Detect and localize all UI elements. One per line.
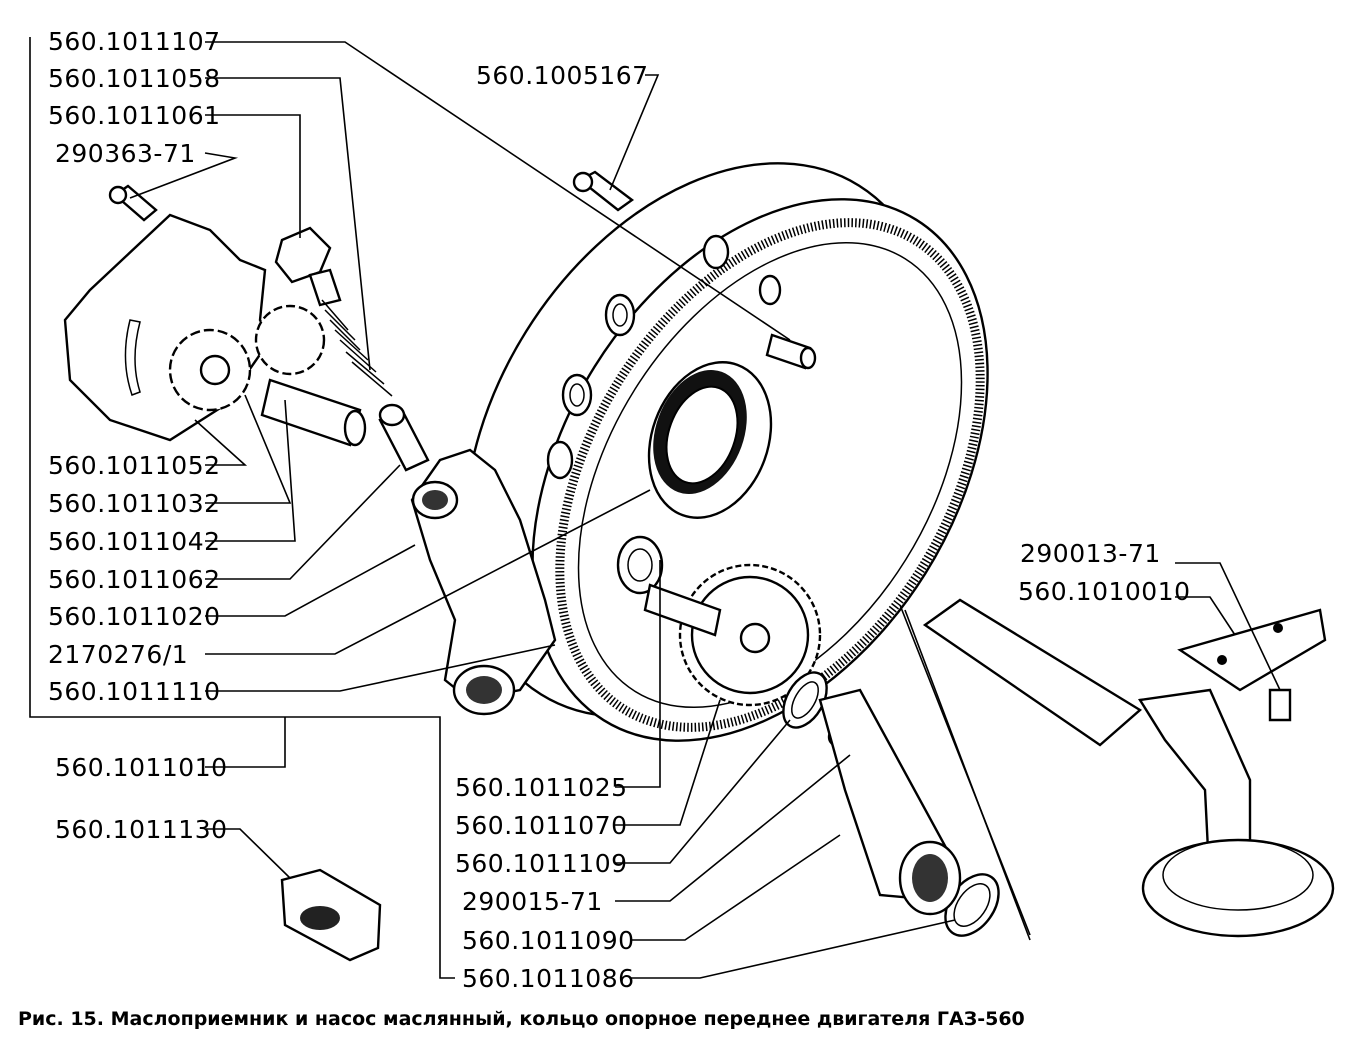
leader-lines [29,37,1281,979]
pump-housing [410,448,557,716]
label-560-1011010: 560.1011010 [55,753,228,782]
label-560-1011130: 560.1011130 [55,815,228,844]
hex-nut [280,868,382,962]
oil-seal [647,361,773,519]
label-560-1011032: 560.1011032 [48,489,221,518]
label-560-1011090: 560.1011090 [462,926,635,955]
drive-gear [643,563,822,707]
label-290363-71: 290363-71 [55,139,196,168]
part-labels: 560.1011107 560.1011058 560.1011061 2903… [48,27,1191,993]
relief-valve [274,226,430,472]
dowel-pin [765,333,817,370]
label-290015-71: 290015-71 [462,887,603,916]
label-560-1010010: 560.1010010 [1018,577,1191,606]
label-560-1011107: 560.1011107 [48,27,221,56]
label-560-1011062: 560.1011062 [48,565,221,594]
label-560-1011025: 560.1011025 [455,773,628,802]
label-560-1011052: 560.1011052 [48,451,221,480]
label-560-1011058: 560.1011058 [48,64,221,93]
section-lines [899,604,1031,941]
label-560-1011061: 560.1011061 [48,101,221,130]
oil-receiver [922,598,1335,938]
label-560-1005167: 560.1005167 [476,61,649,90]
label-290013-71: 290013-71 [1020,539,1161,568]
label-560-1011020: 560.1011020 [48,602,221,631]
figure-caption: Рис. 15. Маслоприемник и насос маслянный… [18,1008,1025,1030]
label-560-1011042: 560.1011042 [48,527,221,556]
label-560-1011109: 560.1011109 [455,849,628,878]
label-560-1011070: 560.1011070 [455,811,628,840]
label-2170276-1: 2170276/1 [48,640,188,669]
label-560-1011110: 560.1011110 [48,677,221,706]
label-560-1011086: 560.1011086 [462,964,635,993]
suction-pipe [818,688,962,916]
pump-cover [63,213,367,447]
